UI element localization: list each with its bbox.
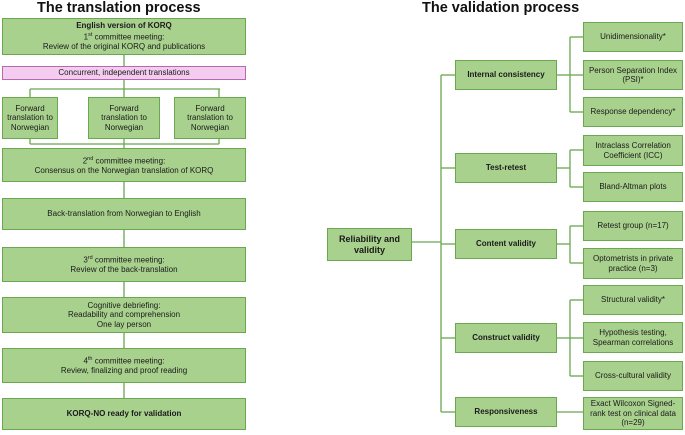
group-label: Responsiveness [474,407,538,417]
group-label: Internal consistency [467,70,545,80]
group-label: Content validity [475,239,536,249]
leaf-label: Response dependency* [590,107,676,117]
root-label: Reliability and validity [338,233,400,255]
group-label: Test-retest [485,163,527,173]
forward-translation-label-3: Forward translation to Norwegian [187,103,233,132]
group-label: Construct validity [472,333,540,343]
leaf-wilcoxon: Exact Wilcoxon Signed-rank test on clini… [583,397,683,430]
english-version-meeting1-box: English version of KORQ 1st committee me… [2,18,246,55]
leaf-optometrists: Optometrists in private practice (n=3) [583,248,683,279]
final-label: KORQ-NO ready for validation [66,409,182,419]
forward-translation-box-2: Forward translation to Norwegian [88,97,160,139]
final-box: KORQ-NO ready for validation [2,398,246,430]
translation-title: The translation process [37,0,201,16]
meeting4-line2: Review, finalizing and proof reading [60,366,188,376]
leaf-response-dependency: Response dependency* [583,97,683,127]
group-test-retest: Test-retest [455,153,557,183]
leaf-structural-validity: Structural validity* [583,285,683,315]
leaf-label: Structural validity* [600,295,666,305]
group-content-validity: Content validity [455,229,557,259]
english-version-label: English version of KORQ [76,21,172,31]
leaf-label: Bland-Altman plots [599,182,667,192]
leaf-label: Unidimensionality* [600,32,666,42]
meeting2-box: 2nd committee meeting: Consensus on the … [2,148,246,182]
cognitive-line3: One lay person [96,319,152,329]
cognitive-debriefing-box: Cognitive debriefing: Readability and co… [2,297,246,333]
concurrent-translations-label: Concurrent, independent translations [58,68,190,78]
leaf-label: Optometrists in private practice (n=3) [592,254,674,273]
back-translation-label: Back-translation from Norwegian to Engli… [47,209,201,219]
leaf-hypothesis-testing: Hypothesis testing, Spearman correlation… [583,322,683,353]
forward-translation-label-2: Forward translation to Norwegian [101,103,147,132]
meeting3-line2: Review of the back-translation [70,265,178,275]
meeting3-line1: 3rd committee meeting: [83,255,165,265]
leaf-label: Cross-cultural validity [594,371,672,381]
group-construct-validity: Construct validity [455,323,557,353]
cognitive-line1: Cognitive debriefing: [87,300,161,310]
meeting1-line2: Review of the original KORQ and publicat… [42,42,206,52]
root-box: Reliability and validity [327,228,412,261]
leaf-retest-group: Retest group (n=17) [583,211,683,241]
meeting4-box: 4th committee meeting: Review, finalizin… [2,348,246,383]
leaf-label: Exact Wilcoxon Signed-rank test on clini… [590,399,676,428]
concurrent-translations-box: Concurrent, independent translations [2,66,246,80]
cognitive-line2: Readability and comprehension [67,310,181,320]
leaf-icc: Intraclass Correlation Coefficient (ICC) [583,135,683,166]
forward-translation-box-1: Forward translation to Norwegian [2,97,58,139]
meeting3-box: 3rd committee meeting: Review of the bac… [2,247,246,282]
group-internal-consistency: Internal consistency [455,60,557,90]
leaf-label: Intraclass Correlation Coefficient (ICC) [595,141,671,160]
leaf-unidimensionality: Unidimensionality* [583,22,683,52]
leaf-label: Hypothesis testing, Spearman correlation… [592,328,674,347]
validation-title: The validation process [422,0,580,16]
leaf-psi: Person Separation Index (PSI)* [583,60,683,90]
forward-translation-label-1: Forward translation to Norwegian [7,103,53,132]
meeting4-line1: 4th committee meeting: [83,356,165,366]
back-translation-box: Back-translation from Norwegian to Engli… [2,198,246,230]
meeting2-line2: Consensus on the Norwegian translation o… [34,165,214,175]
leaf-bland-altman: Bland-Altman plots [583,172,683,202]
leaf-label: Person Separation Index (PSI)* [588,65,678,85]
leaf-cross-cultural: Cross-cultural validity [583,361,683,391]
forward-translation-box-3: Forward translation to Norwegian [174,97,246,139]
group-responsiveness: Responsiveness [455,397,557,427]
meeting1-line1: 1st committee meeting: [83,31,165,42]
meeting2-line1: 2nd committee meeting: [82,155,166,166]
leaf-label: Retest group (n=17) [597,221,669,231]
